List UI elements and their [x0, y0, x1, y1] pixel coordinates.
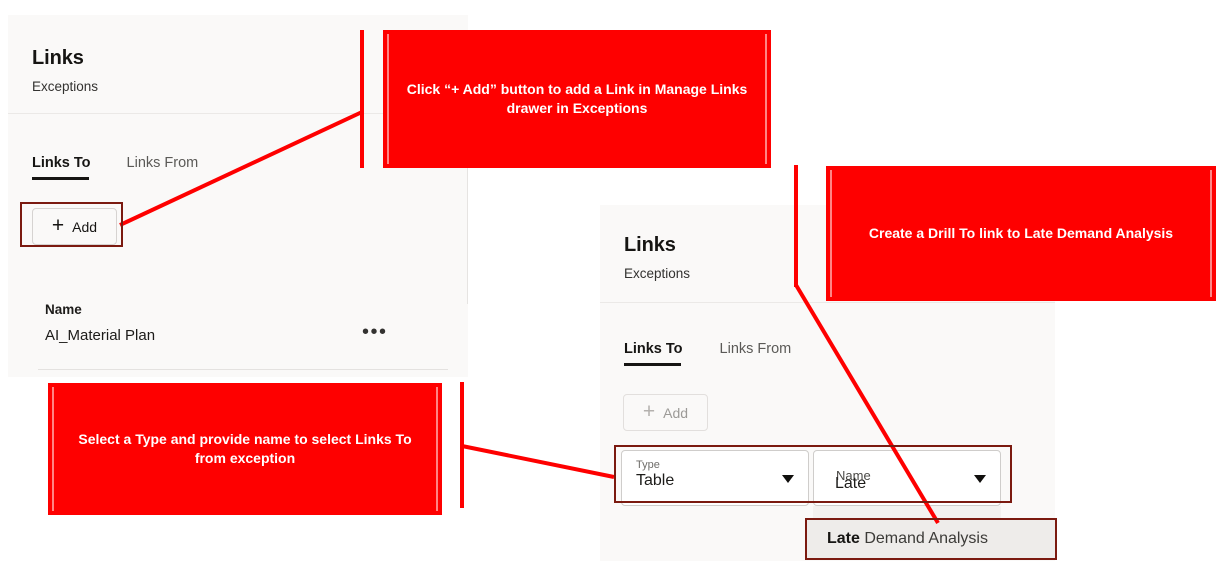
left-panel-header: Links Exceptions: [8, 15, 468, 113]
add-button-label: Add: [72, 218, 98, 235]
type-select[interactable]: Type Table: [621, 450, 809, 506]
add-link-button[interactable]: + Add: [32, 208, 117, 245]
right-panel-tabs: Links To Links From: [624, 341, 791, 366]
row-overflow-menu-icon[interactable]: •••: [362, 321, 388, 343]
left-panel-title: Links: [32, 47, 84, 69]
right-panel-subtitle: Exceptions: [624, 266, 691, 281]
callout-add-button-text: Click “+ Add” button to add a Link in Ma…: [406, 81, 748, 116]
name-select-value: Late: [835, 475, 867, 492]
plus-icon-2: +: [642, 400, 656, 423]
suggestion-match: Late: [827, 530, 860, 547]
leader-stem-bottom-left: [460, 382, 464, 508]
column-header-name: Name: [45, 302, 82, 317]
left-panel-inner-rule: [467, 114, 468, 304]
suggestion-item-late-demand-analysis[interactable]: Late Demand Analysis: [805, 518, 1057, 560]
right-panel-title: Links: [624, 234, 676, 256]
callout-select-type: Select a Type and provide name to select…: [48, 383, 442, 515]
chevron-down-icon: [782, 475, 794, 483]
add-link-button-disabled[interactable]: + Add: [623, 394, 708, 431]
callout-add-button: Click “+ Add” button to add a Link in Ma…: [383, 30, 771, 168]
plus-icon: +: [51, 214, 65, 237]
callout-drill-to: Create a Drill To link to Late Demand An…: [826, 166, 1216, 301]
left-panel-subtitle: Exceptions: [32, 79, 99, 94]
leader-stem-top-left: [360, 30, 364, 168]
chevron-down-icon-2: [974, 475, 986, 483]
type-select-value: Table: [636, 472, 675, 489]
callout-select-type-text: Select a Type and provide name to select…: [78, 431, 412, 466]
type-select-label: Type: [636, 459, 660, 471]
table-row: AI_Material Plan: [45, 327, 156, 344]
table-row-divider: [38, 369, 448, 370]
left-panel-tabs: Links To Links From: [32, 155, 198, 180]
right-panel-header: Links Exceptions: [600, 205, 1055, 302]
tab-links-to-2[interactable]: Links To: [624, 341, 683, 366]
tab-links-to[interactable]: Links To: [32, 155, 91, 180]
right-panel-header-divider: [600, 302, 1055, 303]
suggestion-text: Late Demand Analysis: [827, 530, 988, 548]
tab-links-from-2[interactable]: Links From: [719, 341, 792, 357]
callout-drill-to-text: Create a Drill To link to Late Demand An…: [868, 225, 1174, 241]
leader-stem-right: [794, 165, 798, 287]
name-select[interactable]: Name Late: [813, 450, 1001, 506]
add-button-label-2: Add: [663, 404, 689, 421]
suggestion-rest: Demand Analysis: [859, 530, 988, 547]
tab-links-from[interactable]: Links From: [126, 155, 199, 171]
